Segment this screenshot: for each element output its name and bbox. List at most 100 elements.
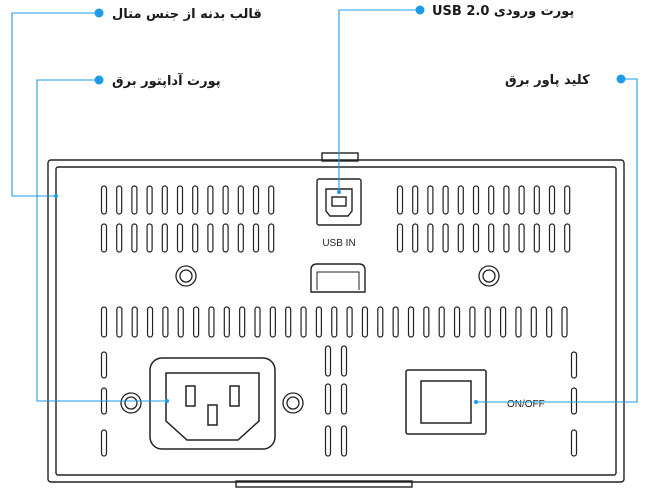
vent-slot: [396, 223, 404, 253]
screw-top-right: [478, 265, 500, 287]
vent-slot: [161, 223, 168, 253]
vent-slot: [146, 223, 153, 253]
vent-slot: [223, 306, 230, 338]
vent-slot: [472, 223, 480, 253]
vent-slot: [192, 223, 199, 253]
vent-slot: [100, 223, 108, 253]
vent-slot: [331, 306, 338, 338]
vent-slot: [177, 306, 184, 338]
vent-slot: [268, 185, 275, 215]
vent-slot: [488, 223, 495, 253]
vent-slot: [503, 185, 510, 215]
callout-dots: [94, 5, 626, 85]
vent-slot: [472, 185, 480, 215]
on-off-label: ON/OFF: [507, 399, 545, 410]
vent-slot: [176, 223, 184, 253]
vent-slot: [324, 345, 332, 377]
vent-slot: [268, 223, 275, 253]
vent-slot: [162, 306, 169, 338]
vent-slot: [324, 425, 332, 457]
vent-slot: [564, 185, 571, 215]
vent-slot: [237, 185, 244, 215]
vent-slot: [100, 185, 108, 215]
vent-slot: [570, 429, 578, 457]
vent-slot: [207, 223, 214, 253]
vent-slot: [442, 223, 449, 253]
vent-slot: [503, 223, 510, 253]
callout-power-switch: کلید پاور برق: [505, 73, 590, 88]
callout-endpoints: [54, 190, 478, 404]
vent-slot: [340, 383, 348, 415]
vent-slot: [396, 185, 404, 215]
vent-slot: [192, 185, 199, 215]
vent-slot: [438, 306, 445, 338]
vent-slot: [561, 306, 568, 338]
vent-slot: [412, 223, 419, 253]
callout-power-adapter-port: پورت آداپتور برق: [112, 72, 221, 89]
vent-slot: [412, 185, 419, 215]
vent-slot: [116, 306, 123, 338]
vent-slots: [100, 185, 578, 457]
vent-slot: [361, 306, 369, 338]
vent-slot: [146, 185, 153, 215]
vent-slot: [146, 306, 154, 338]
vent-slot: [453, 306, 461, 338]
vent-slot: [131, 306, 138, 338]
vent-slot: [176, 185, 184, 215]
vent-slot: [239, 306, 246, 338]
vent-slot: [208, 306, 215, 338]
vent-slot: [564, 223, 571, 253]
vent-slot: [269, 306, 276, 338]
vent-slot: [237, 223, 244, 253]
vent-slot: [131, 223, 138, 253]
vent-slot: [116, 185, 123, 215]
vent-slot: [500, 306, 507, 338]
screw-power-right: [282, 392, 304, 414]
screw-top-left: [175, 265, 197, 287]
vent-slot: [131, 185, 138, 215]
vent-slot: [488, 185, 495, 215]
screw-power-left: [120, 392, 142, 414]
vent-slot: [285, 306, 292, 338]
panel-notch: [310, 263, 366, 293]
vent-slot: [222, 223, 229, 253]
callout-lines: [11, 9, 638, 403]
vent-slot: [546, 306, 553, 338]
vent-slot: [252, 223, 260, 253]
vent-slot: [457, 223, 464, 253]
vent-slot: [515, 306, 522, 338]
vent-slot: [193, 306, 200, 338]
vent-slot: [392, 306, 399, 338]
vent-slot: [207, 185, 214, 215]
vent-slot: [100, 306, 108, 338]
vent-slot: [427, 223, 434, 253]
vent-slot: [427, 185, 434, 215]
vent-slot: [161, 185, 168, 215]
vent-slot: [457, 185, 464, 215]
vent-slot: [533, 185, 540, 215]
usb-in-label: USB IN: [322, 238, 355, 249]
vent-slot: [484, 306, 491, 338]
vent-slot: [222, 185, 229, 215]
vent-slot: [548, 223, 556, 253]
vent-slot: [518, 185, 525, 215]
vent-slot: [100, 429, 108, 457]
vent-slot: [100, 351, 108, 379]
vent-slot: [346, 306, 353, 338]
vent-slot: [252, 185, 260, 215]
vent-slot: [300, 306, 307, 338]
callout-metal-body: قالب بدنه از جنس متال: [112, 7, 262, 22]
vent-slot: [407, 306, 415, 338]
vent-slot: [570, 387, 578, 415]
vent-slot: [377, 306, 384, 338]
vent-slot: [340, 345, 348, 377]
vent-slot: [254, 306, 261, 338]
vent-slot: [570, 351, 578, 379]
device-body: [47, 152, 625, 488]
power-adapter-port: [149, 357, 276, 450]
vent-slot: [442, 185, 449, 215]
vent-slot: [533, 223, 540, 253]
vent-slot: [340, 425, 348, 457]
vent-slot: [469, 306, 476, 338]
